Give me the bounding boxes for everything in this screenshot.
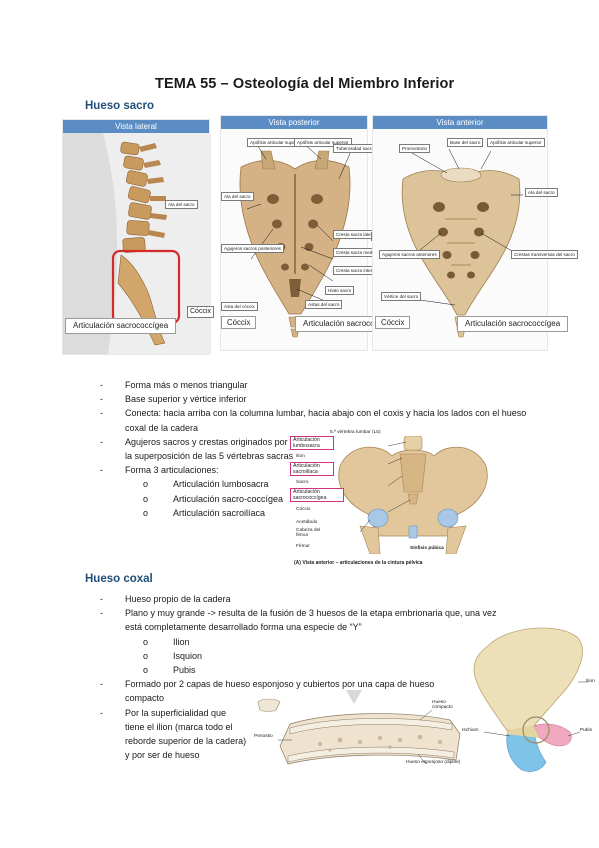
pelvis-figure: 5.ª vértebra lumbar (L5) Articulación lu… — [290, 430, 496, 572]
label-ala-anterior: Ala del sacro — [525, 188, 558, 198]
highlight-lumbosacra: Articulación lumbosacra — [290, 436, 334, 450]
list-item: Isquion — [125, 649, 510, 663]
list-item: Por la superficialidad que tiene el ilio… — [100, 706, 247, 763]
lateral-view-panel: Vista lateral — [62, 119, 215, 355]
list-item: Articulación lumbosacra — [125, 477, 530, 491]
label-ala-sacro-lateral: Ala del sacro — [165, 200, 198, 210]
list-item: Conecta: hacia arriba con la columna lum… — [100, 406, 530, 434]
label-femur: Fémur — [296, 544, 310, 549]
sacrum-figure: Vista lateral — [62, 115, 578, 355]
list-item-text: Forma 3 articulaciones: — [125, 465, 219, 476]
label-agujeros-posteriores: Agujeros sacros posteriores — [221, 244, 284, 254]
list-item: Articulación sacro-coccígea — [125, 492, 530, 506]
list-item: Articulación sacroilíaca — [125, 506, 530, 520]
lateral-view-header: Vista lateral — [63, 120, 209, 133]
label-hueso-esponjoso: Hueso esponjoso (diploe) — [406, 760, 461, 765]
label-astas: Astas del sacro — [305, 300, 343, 310]
pelvis-caption: (A) Vista anterior – articulaciones de l… — [294, 560, 423, 566]
label-coccix-lateral: Cóccix — [187, 306, 215, 318]
highlight-sacrococcigea: Articulación sacrococcígea — [290, 488, 344, 502]
list-item: Pubis — [125, 663, 510, 677]
pelvis-illustration — [338, 436, 488, 554]
section-heading-coxal: Hueso coxal — [85, 573, 153, 585]
sacro-bullet-list: Forma más o menos triangular Base superi… — [100, 378, 530, 520]
label-acetabulo: Acetábulo — [296, 520, 318, 525]
list-item: Agujeros sacros y crestas originados por… — [100, 435, 297, 463]
label-crestas-transversas: Crestas transversas del sacro — [511, 250, 578, 260]
posterior-view-header: Vista posterior — [221, 116, 367, 129]
label-sacro-pelvis: Sacro — [296, 480, 309, 485]
bone-layers-figure: Periostio Hueso compacto Hueso esponjoso… — [250, 690, 468, 772]
list-item: Base superior y vértice inferior — [100, 392, 530, 406]
highlight-sacroiliaca: Articulación sacroilíaca — [290, 462, 334, 476]
label-ala-posterior: Ala del sacro — [221, 192, 254, 202]
list-item: Plano y muy grande -> resulta de la fusi… — [100, 606, 510, 677]
caption-articulacion-anterior: Articulación sacrococcígea — [457, 316, 569, 332]
label-asta-coccix: Asta del cóccix — [221, 302, 258, 312]
caption-articulacion-lateral: Articulación sacrococcígea — [65, 318, 177, 334]
bone-layers-illustration — [257, 690, 461, 765]
label-base-sacro: Base del sacro — [447, 138, 484, 148]
label-ilion-coxal: Ilion — [586, 679, 595, 684]
label-vertice: Vértice del sacro — [381, 292, 422, 302]
anterior-view-panel: Vista anterior Promontorio Ba — [372, 115, 578, 351]
label-hiato: Hiato sacro — [325, 286, 355, 296]
huesos-list: Ilion Isquion Pubis — [125, 635, 510, 678]
label-agujeros-anteriores: Agujeros sacros anteriores — [379, 250, 440, 260]
page-title: TEMA 55 – Osteología del Miembro Inferio… — [155, 76, 455, 92]
coxal-bullet-list: Hueso propio de la cadera Plano y muy gr… — [100, 592, 510, 762]
list-item-text: Plano y muy grande -> resulta de la fusi… — [125, 608, 497, 633]
label-tuberosidad: Tuberosidad sacra — [333, 144, 377, 154]
posterior-view-panel: Vista posterior Apófisis articular super — [220, 115, 407, 351]
anterior-view-header: Vista anterior — [373, 116, 547, 129]
label-apofisis-anterior: Apófisis articular superior — [487, 138, 545, 148]
sacrum-anterior-illustration — [401, 148, 523, 338]
label-pubis-coxal: Pubis — [580, 728, 592, 733]
sacrum-posterior-illustration — [239, 142, 352, 338]
caption-coccix-posterior: Cóccix — [221, 316, 257, 329]
list-item: Hueso propio de la cadera — [100, 592, 510, 606]
label-l5: 5.ª vértebra lumbar (L5) — [330, 430, 381, 435]
spine-lateral-illustration — [63, 133, 211, 354]
label-sinfisis: Sínfisis púbica — [410, 546, 444, 551]
label-coccix-pelvis: Cóccix — [296, 507, 311, 512]
list-item: Formado por 2 capas de hueso esponjoso y… — [100, 677, 445, 705]
coxal-figure: Ilion Ischium Pubis — [450, 622, 599, 778]
label-hueso-compacto: Hueso compacto — [432, 700, 453, 710]
coxal-illustration — [473, 627, 588, 772]
list-item: Forma 3 articulaciones: Articulación lum… — [100, 463, 530, 520]
section-heading-sacro: Hueso sacro — [85, 100, 155, 112]
label-promontorio: Promontorio — [399, 144, 431, 154]
list-item: Ilion — [125, 635, 510, 649]
label-periostio: Periostio — [254, 734, 273, 739]
label-cabeza-femur: Cabeza del fémur — [296, 528, 321, 538]
label-ilion-pelvis: Ilion — [296, 454, 305, 459]
articulaciones-list: Articulación lumbosacra Articulación sac… — [125, 477, 530, 520]
caption-coccix-anterior: Cóccix — [375, 316, 411, 329]
label-isquion-coxal: Ischium — [462, 728, 479, 733]
label-apofisis-posterior-2: Apófisis articular superior — [294, 138, 352, 148]
list-item: Forma más o menos triangular — [100, 378, 530, 392]
